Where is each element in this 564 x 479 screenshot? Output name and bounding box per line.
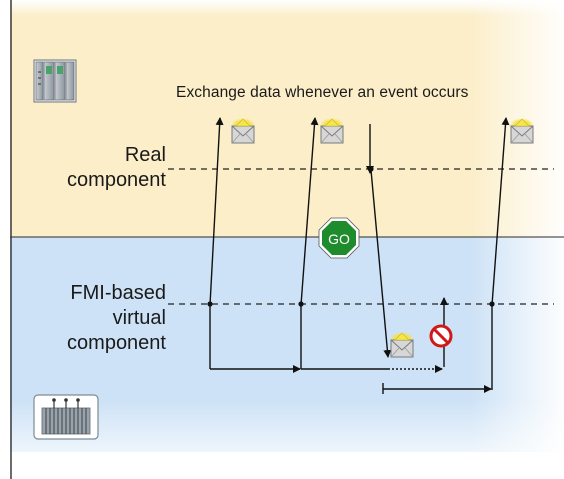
virtual-component-label-line: FMI-based: [70, 282, 166, 304]
virtual-component-label-line: virtual: [112, 307, 166, 329]
plc-icon: [33, 59, 77, 103]
no-entry-icon: [429, 324, 453, 348]
real-component-label-line: component: [67, 169, 166, 191]
real-component-label: Real component: [40, 143, 166, 193]
interval-lines: [209, 305, 493, 394]
go-sign-label: GO: [328, 231, 350, 247]
event-points: [207, 166, 495, 307]
virtual-component-label: FMI-based virtual component: [20, 281, 166, 356]
transformer-icon: [33, 394, 99, 440]
virtual-component-label-line: component: [67, 332, 166, 354]
envelope-icon: [230, 117, 256, 144]
diagram-caption: Exchange data whenever an event occurs: [176, 84, 469, 101]
envelope-icon: [509, 117, 535, 144]
envelope-icon: [389, 331, 415, 358]
envelope-icon: [319, 117, 345, 144]
real-component-label-line: Real: [124, 144, 166, 166]
go-sign-icon: GO: [318, 217, 360, 259]
